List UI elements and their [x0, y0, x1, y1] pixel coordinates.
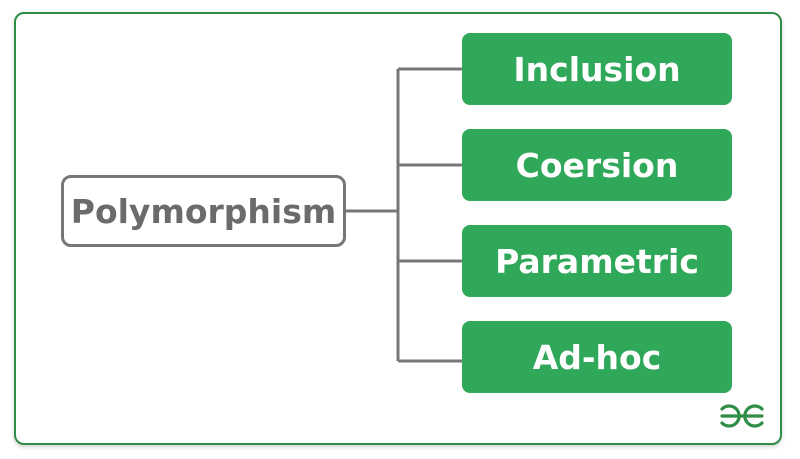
- child-node-coersion: Coersion: [462, 129, 732, 201]
- child-node-inclusion: Inclusion: [462, 33, 732, 105]
- root-node-label: Polymorphism: [70, 191, 337, 231]
- child-node-label: Inclusion: [513, 49, 681, 89]
- child-node-label: Ad-hoc: [532, 337, 662, 377]
- child-node-adhoc: Ad-hoc: [462, 321, 732, 393]
- gfg-logo-icon: [720, 404, 764, 428]
- child-node-label: Parametric: [495, 241, 699, 281]
- child-node-parametric: Parametric: [462, 225, 732, 297]
- child-node-label: Coersion: [515, 145, 679, 185]
- root-node-polymorphism: Polymorphism: [61, 175, 346, 247]
